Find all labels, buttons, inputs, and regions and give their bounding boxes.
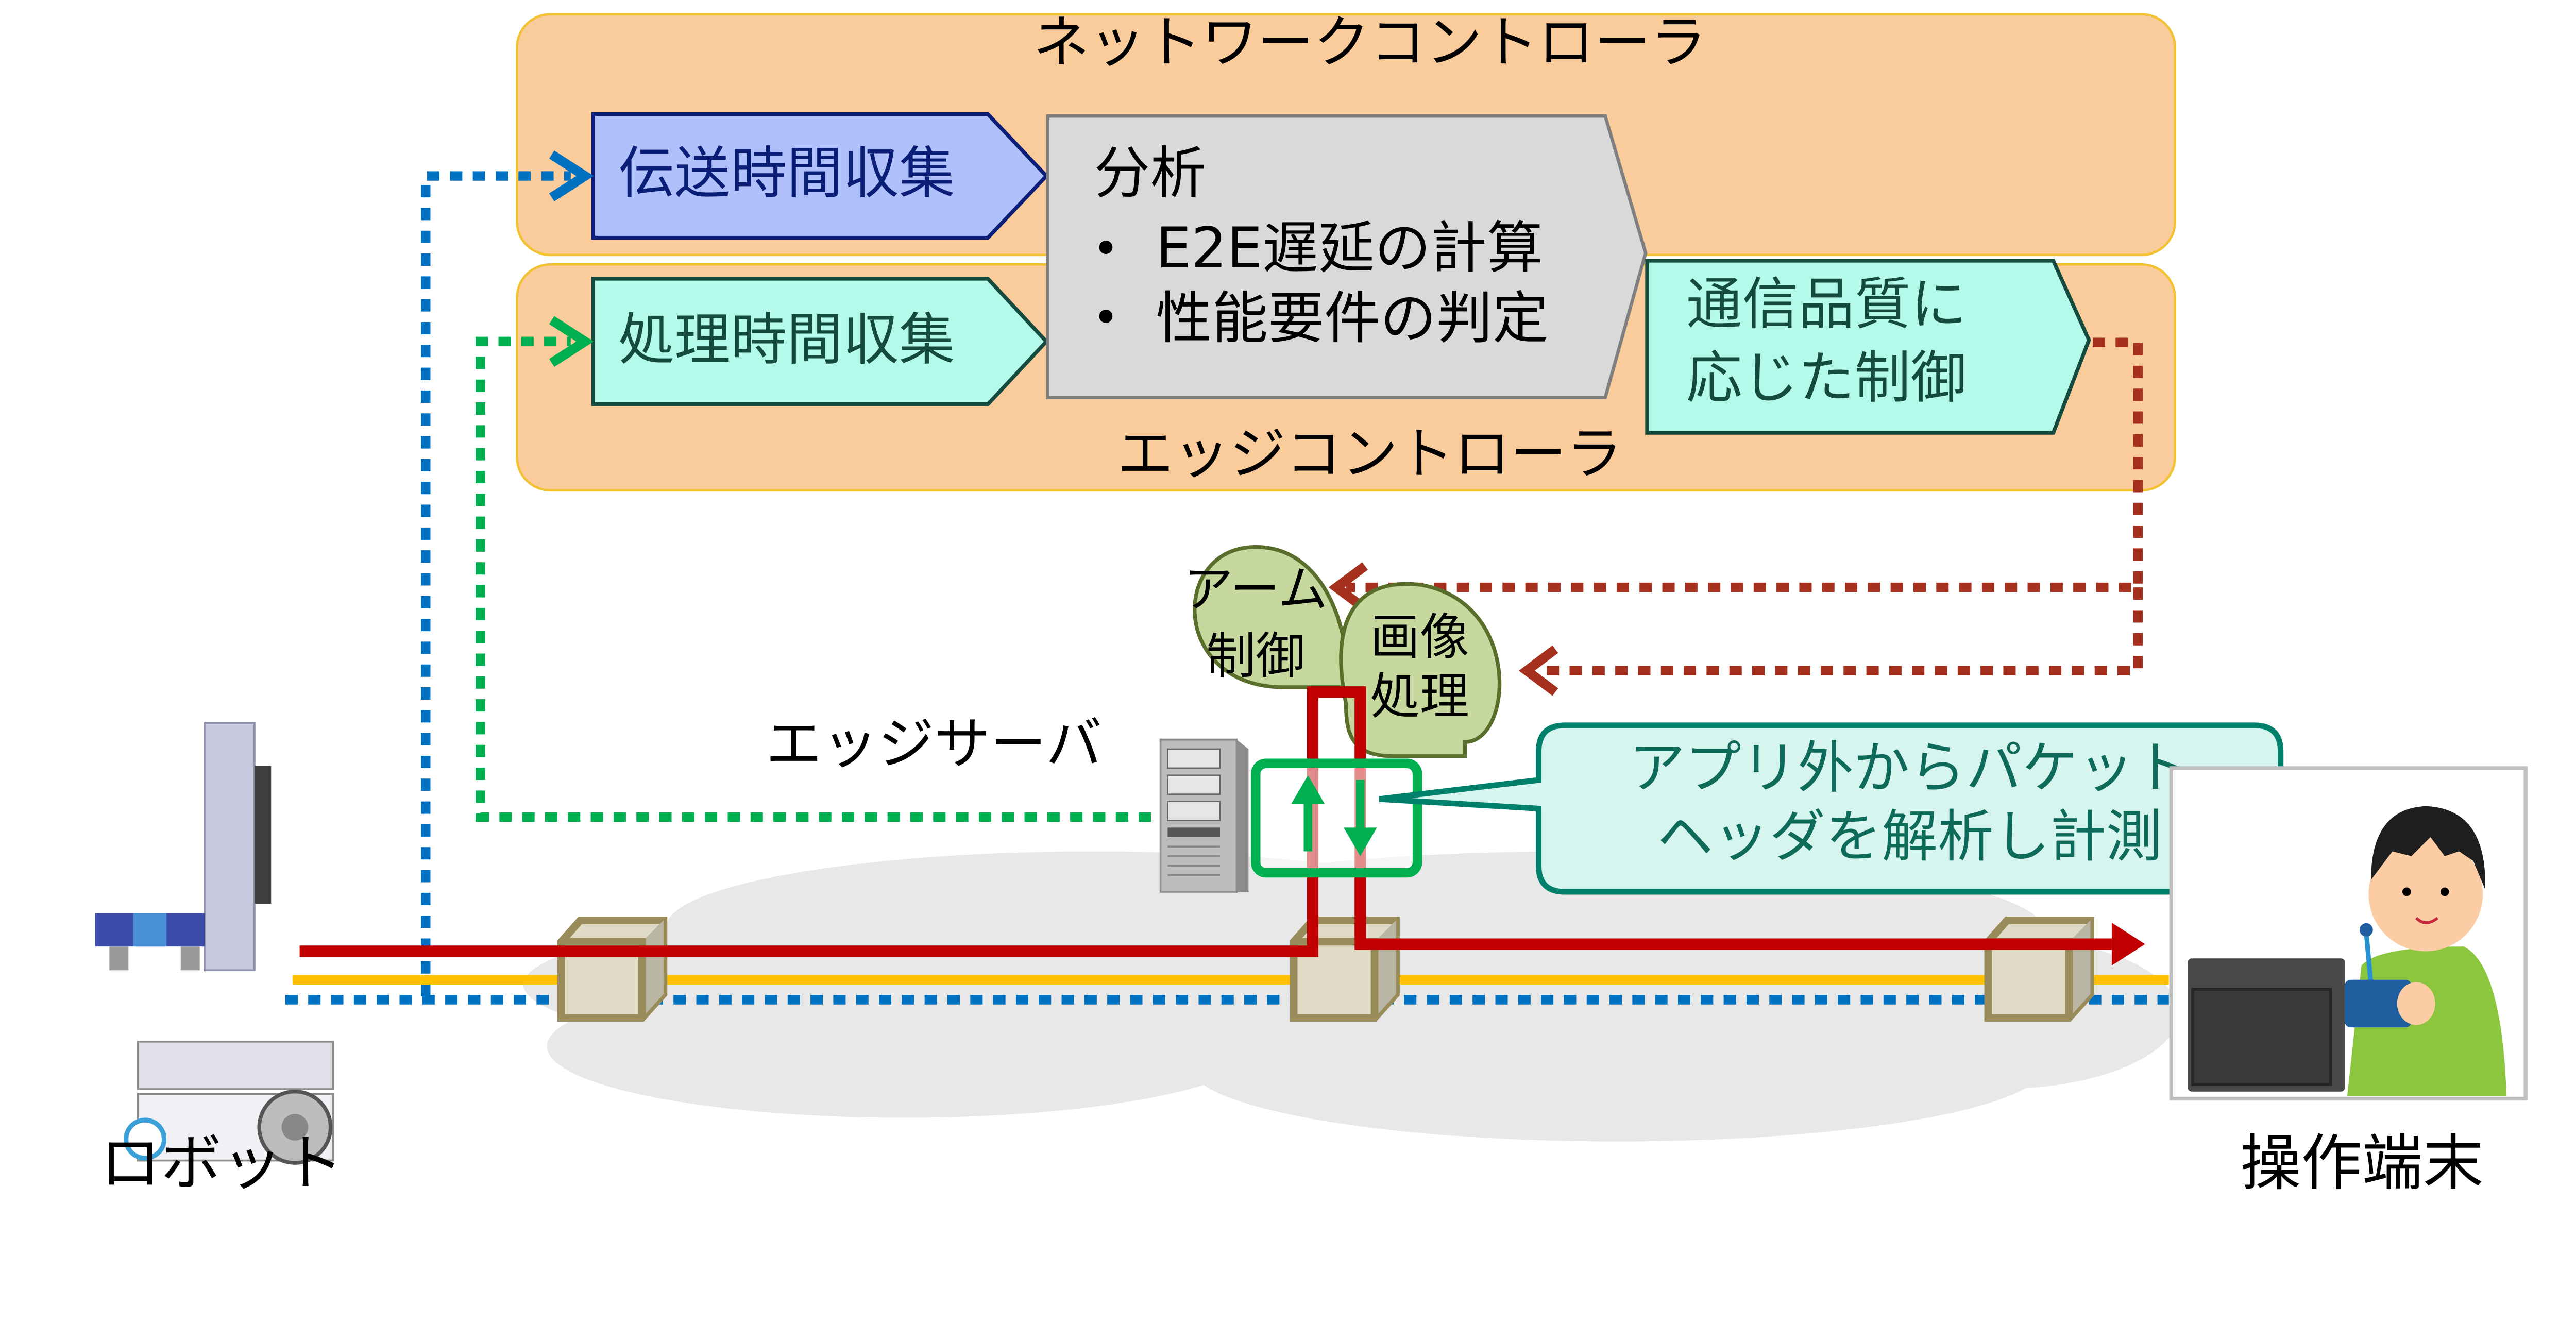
- qos-control-block: 通信品質に 応じた制御: [1645, 259, 2091, 435]
- qos-control-line1: 通信品質に: [1686, 272, 1967, 337]
- processing-time-collection-block: 処理時間収集: [591, 277, 1049, 406]
- packet-measurement-box: [1250, 758, 1422, 878]
- control-arrowhead-image-icon: [1519, 645, 1558, 696]
- robot-icon: [95, 722, 334, 1165]
- analysis-bullet-e2e-delay: E2E遅延の計算: [1156, 215, 1543, 281]
- image-processing-line2: 処理: [1370, 668, 1469, 725]
- callout-line1: アプリ外からパケット: [1629, 735, 2190, 801]
- edge-controller-title: エッジコントローラ: [1117, 421, 1622, 487]
- qos-control-line2: 応じた制御: [1686, 345, 1967, 411]
- blue-arrowhead-icon: [549, 150, 594, 201]
- server-tower-icon: [1159, 738, 1249, 893]
- processing-measurement-path: [476, 336, 1151, 822]
- down-arrow-icon: [1343, 827, 1377, 856]
- arm-control-line2: 制御: [1206, 627, 1305, 685]
- robot-label: ロボット: [100, 1128, 344, 1199]
- analysis-block: 分析 E2E遅延の計算 性能要件の判定: [1046, 114, 1648, 400]
- data-flow-arrowhead-icon: [2111, 922, 2145, 966]
- control-arrowhead-arm-icon: [1328, 562, 1368, 613]
- network-controller-title: ネットワークコントローラ: [1033, 10, 1706, 75]
- green-arrowhead-icon: [549, 316, 594, 367]
- control-feedback-path: [1346, 337, 2143, 675]
- arm-control-app: アーム 制御: [1184, 545, 1349, 689]
- operator-terminal-label: 操作端末: [2240, 1128, 2484, 1199]
- image-processing-app: 画像 処理: [1339, 582, 1502, 758]
- transmission-time-collection-block: 伝送時間収集: [591, 112, 1049, 240]
- analysis-bullet-requirement-check: 性能要件の判定: [1156, 285, 1548, 351]
- bullet-icon: [1099, 241, 1113, 254]
- transmission-time-collection-label: 伝送時間収集: [618, 141, 955, 206]
- up-arrow-icon: [1291, 775, 1325, 804]
- data-flow-path: [299, 686, 2112, 957]
- network-switch: [557, 916, 668, 1022]
- system-diagram: ネットワークコントローラ エッジコントローラ 伝送時間収集 処理時間収集 分析 …: [95, 10, 2528, 1199]
- callout-line2: ヘッダを解析し計測: [1657, 804, 2162, 870]
- edge-server-label: エッジサーバ: [766, 711, 1101, 777]
- network-switch: [1984, 916, 2094, 1022]
- bullet-icon: [1099, 309, 1113, 323]
- image-processing-line1: 画像: [1370, 608, 1469, 666]
- processing-time-collection-label: 処理時間収集: [618, 307, 955, 372]
- arm-control-line1: アーム: [1184, 561, 1328, 618]
- operator-terminal-icon: [2169, 766, 2528, 1101]
- analysis-title: 分析: [1094, 141, 1206, 206]
- measurement-callout: アプリ外からパケット ヘッダを解析し計測: [1379, 722, 2284, 895]
- transmission-measurement-path: [285, 171, 2169, 1005]
